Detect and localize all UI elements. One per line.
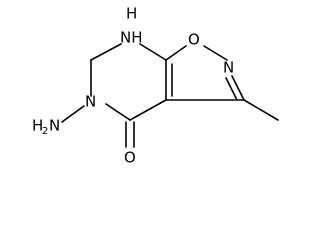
bond-n-nh2 (61, 105, 85, 123)
atom-label-h: H (126, 5, 137, 23)
atom-label-n-amine-terminal: N (49, 117, 60, 135)
atom-label-h2-subscript: 2 (42, 126, 48, 137)
bond-carbonyl-c-c3a (129, 99, 167, 121)
atom-label-n-amine: N (85, 93, 96, 111)
atom-labels: H NH O N N H 2 N O (32, 5, 234, 167)
atom-label-o-ring: O (188, 31, 200, 49)
bond-nh-ch2 (90, 43, 122, 61)
bond-c7a-o (165, 45, 187, 61)
bond-o-n (203, 45, 228, 61)
molecule-structure: H NH O N N H 2 N O (32, 5, 279, 167)
bond-c3-methyl (243, 99, 279, 121)
bond-c7a-nh (139, 43, 167, 61)
bond-n-c3 (231, 75, 245, 101)
atom-label-n-isoxazole: N (223, 59, 234, 77)
atom-label-nh: NH (120, 29, 143, 47)
bond-n-c3-double (225, 77, 238, 101)
atom-label-o-carbonyl: O (124, 149, 136, 167)
bond-group (61, 43, 279, 148)
bond-n-carbonyl-c (105, 103, 131, 121)
atom-label-h2: H (32, 117, 43, 135)
